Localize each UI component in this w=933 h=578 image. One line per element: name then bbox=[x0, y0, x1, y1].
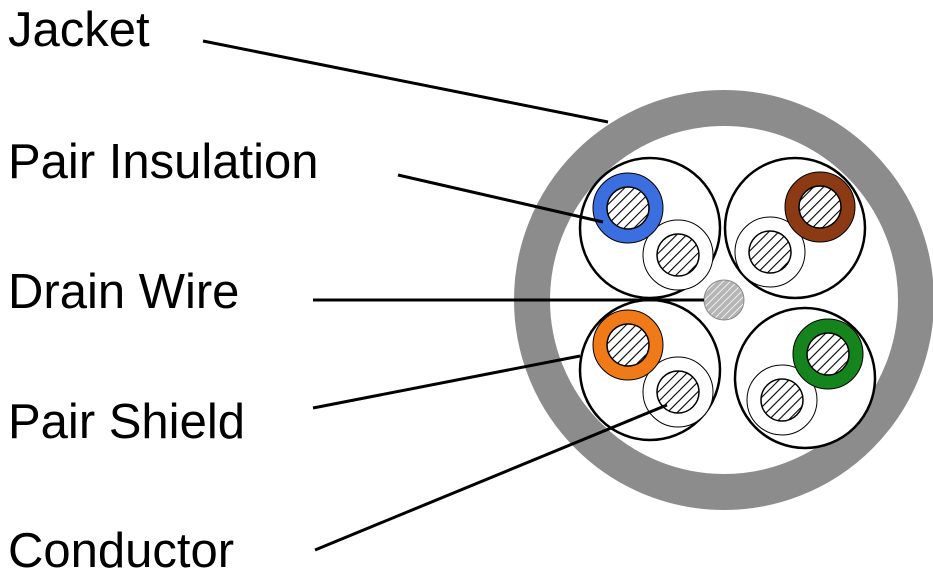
conductor-pair-1-blue bbox=[606, 186, 650, 230]
leader-line-jacket bbox=[202, 39, 609, 124]
conductor-pair-2-brown bbox=[798, 185, 842, 229]
label-conductor: Conductor bbox=[8, 524, 235, 578]
label-jacket: Jacket bbox=[8, 3, 150, 57]
conductor-pair-3-orange bbox=[606, 323, 650, 367]
leader-line-pair-shield bbox=[312, 354, 581, 410]
conductor-pair-4-white bbox=[760, 378, 804, 422]
conductor-pair-3-white bbox=[656, 370, 700, 414]
conductor-pair-4-green bbox=[806, 332, 850, 376]
leader-line-pair-insulation bbox=[397, 173, 604, 224]
leader-line-conductor bbox=[314, 403, 668, 552]
label-pair-insulation: Pair Insulation bbox=[8, 135, 319, 189]
label-pair-shield: Pair Shield bbox=[8, 395, 245, 449]
drain-wire bbox=[703, 279, 745, 321]
conductor-pair-2-white bbox=[748, 230, 792, 274]
conductor-pair-1-white bbox=[656, 233, 700, 277]
label-drain-wire: Drain Wire bbox=[8, 265, 240, 319]
